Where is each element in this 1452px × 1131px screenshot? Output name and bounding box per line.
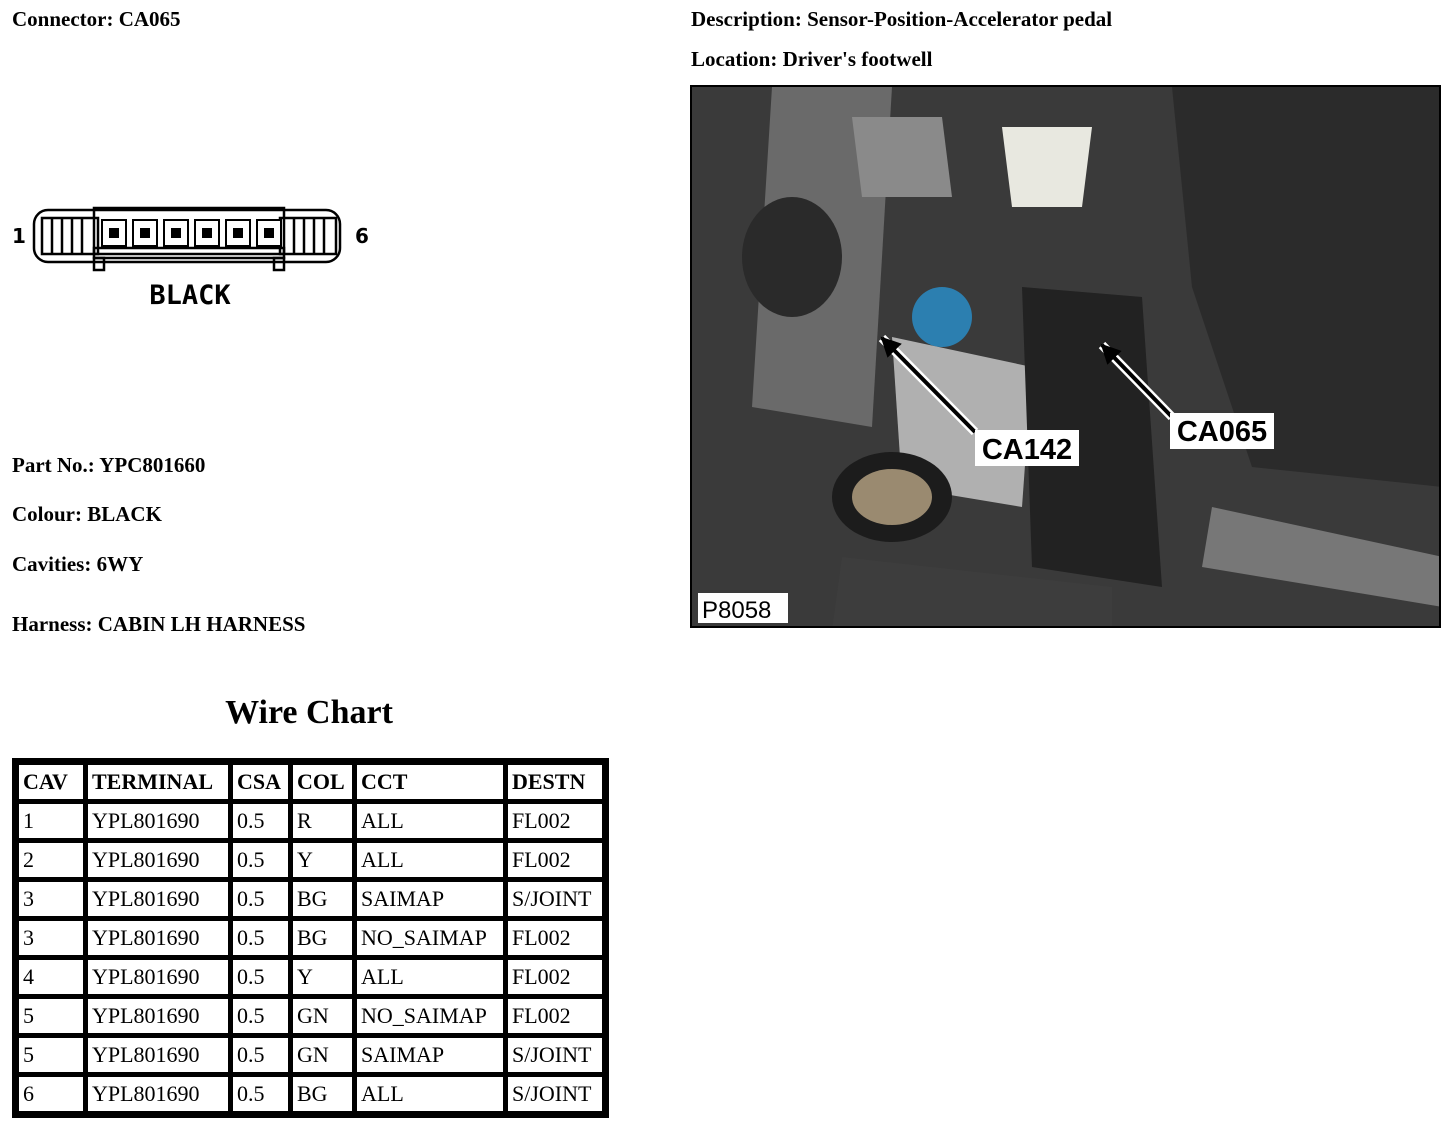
cell-destn: S/JOINT <box>507 1037 603 1073</box>
cell-destn: FL002 <box>507 803 603 839</box>
cell-csa: 0.5 <box>232 1076 289 1112</box>
cell-cav: 2 <box>18 842 84 878</box>
table-header-row: CAV TERMINAL CSA COL CCT DESTN <box>18 764 603 800</box>
cell-cav: 5 <box>18 998 84 1034</box>
col-header-terminal: TERMINAL <box>87 764 229 800</box>
wire-chart-title: Wire Chart <box>225 694 393 731</box>
table-row: 1 YPL801690 0.5 R ALL FL002 <box>18 803 603 839</box>
cell-csa: 0.5 <box>232 959 289 995</box>
cavity-pins <box>109 228 274 238</box>
cell-destn: FL002 <box>507 920 603 956</box>
cell-terminal: YPL801690 <box>87 1037 229 1073</box>
pin-number-first: 1 <box>12 224 26 248</box>
cell-cav: 1 <box>18 803 84 839</box>
part-number: Part No.: YPC801660 <box>12 453 206 477</box>
cell-destn: S/JOINT <box>507 881 603 917</box>
harness-label: Harness: CABIN LH HARNESS <box>12 612 306 636</box>
cavity-slots <box>101 219 282 247</box>
cell-destn: FL002 <box>507 959 603 995</box>
location-label: Location: Driver's footwell <box>691 47 933 71</box>
cell-cav: 4 <box>18 959 84 995</box>
col-header-cav: CAV <box>18 764 84 800</box>
cell-col: Y <box>292 842 353 878</box>
connector-colour-text: BLACK <box>149 280 231 311</box>
col-header-col: COL <box>292 764 353 800</box>
cell-cct: NO_SAIMAP <box>356 920 504 956</box>
cell-csa: 0.5 <box>232 1037 289 1073</box>
cell-terminal: YPL801690 <box>87 1076 229 1112</box>
cell-terminal: YPL801690 <box>87 881 229 917</box>
cell-cav: 3 <box>18 881 84 917</box>
cell-cct: ALL <box>356 842 504 878</box>
pin-number-last: 6 <box>355 224 369 248</box>
col-header-csa: CSA <box>232 764 289 800</box>
col-header-destn: DESTN <box>507 764 603 800</box>
cell-col: Y <box>292 959 353 995</box>
connector-housing <box>32 206 342 272</box>
cell-csa: 0.5 <box>232 881 289 917</box>
cell-destn: S/JOINT <box>507 1076 603 1112</box>
cell-cav: 6 <box>18 1076 84 1112</box>
cell-terminal: YPL801690 <box>87 842 229 878</box>
cell-col: GN <box>292 1037 353 1073</box>
cell-cct: SAIMAP <box>356 881 504 917</box>
callout-box-b <box>1170 413 1274 449</box>
cell-col: BG <box>292 881 353 917</box>
cell-cav: 5 <box>18 1037 84 1073</box>
callout-box-a <box>975 430 1079 466</box>
cell-csa: 0.5 <box>232 803 289 839</box>
cell-col: R <box>292 803 353 839</box>
cell-cct: NO_SAIMAP <box>356 998 504 1034</box>
connector-diagram: 1 6 BLACK <box>12 206 369 311</box>
connector-title: Connector: CA065 <box>12 7 181 31</box>
cell-col: GN <box>292 998 353 1034</box>
table-row: 4 YPL801690 0.5 Y ALL FL002 <box>18 959 603 995</box>
cell-destn: FL002 <box>507 998 603 1034</box>
cell-terminal: YPL801690 <box>87 959 229 995</box>
cell-terminal: YPL801690 <box>87 803 229 839</box>
table-row: 6 YPL801690 0.5 BG ALL S/JOINT <box>18 1076 603 1112</box>
table-row: 5 YPL801690 0.5 GN SAIMAP S/JOINT <box>18 1037 603 1073</box>
cell-col: BG <box>292 920 353 956</box>
wire-chart-table: CAV TERMINAL CSA COL CCT DESTN 1 YPL8016… <box>12 758 609 1118</box>
col-header-cct: CCT <box>356 764 504 800</box>
cell-csa: 0.5 <box>232 842 289 878</box>
colour-label: Colour: BLACK <box>12 502 162 526</box>
connector-location-photo: CA142 CA065 P8058 <box>690 85 1441 628</box>
cell-destn: FL002 <box>507 842 603 878</box>
cavities-label: Cavities: 6WY <box>12 552 144 576</box>
table-row: 5 YPL801690 0.5 GN NO_SAIMAP FL002 <box>18 998 603 1034</box>
cell-terminal: YPL801690 <box>87 920 229 956</box>
callout-ca142: CA142 <box>982 434 1072 466</box>
cell-csa: 0.5 <box>232 920 289 956</box>
cell-csa: 0.5 <box>232 998 289 1034</box>
cell-cct: SAIMAP <box>356 1037 504 1073</box>
callout-ca065: CA065 <box>1177 416 1267 448</box>
cell-cav: 3 <box>18 920 84 956</box>
table-row: 2 YPL801690 0.5 Y ALL FL002 <box>18 842 603 878</box>
cell-cct: ALL <box>356 959 504 995</box>
table-row: 3 YPL801690 0.5 BG NO_SAIMAP FL002 <box>18 920 603 956</box>
cell-terminal: YPL801690 <box>87 998 229 1034</box>
cell-cct: ALL <box>356 1076 504 1112</box>
photo-ref: P8058 <box>702 597 771 624</box>
table-row: 3 YPL801690 0.5 BG SAIMAP S/JOINT <box>18 881 603 917</box>
cell-col: BG <box>292 1076 353 1112</box>
cell-cct: ALL <box>356 803 504 839</box>
description-label: Description: Sensor-Position-Accelerator… <box>691 7 1113 31</box>
